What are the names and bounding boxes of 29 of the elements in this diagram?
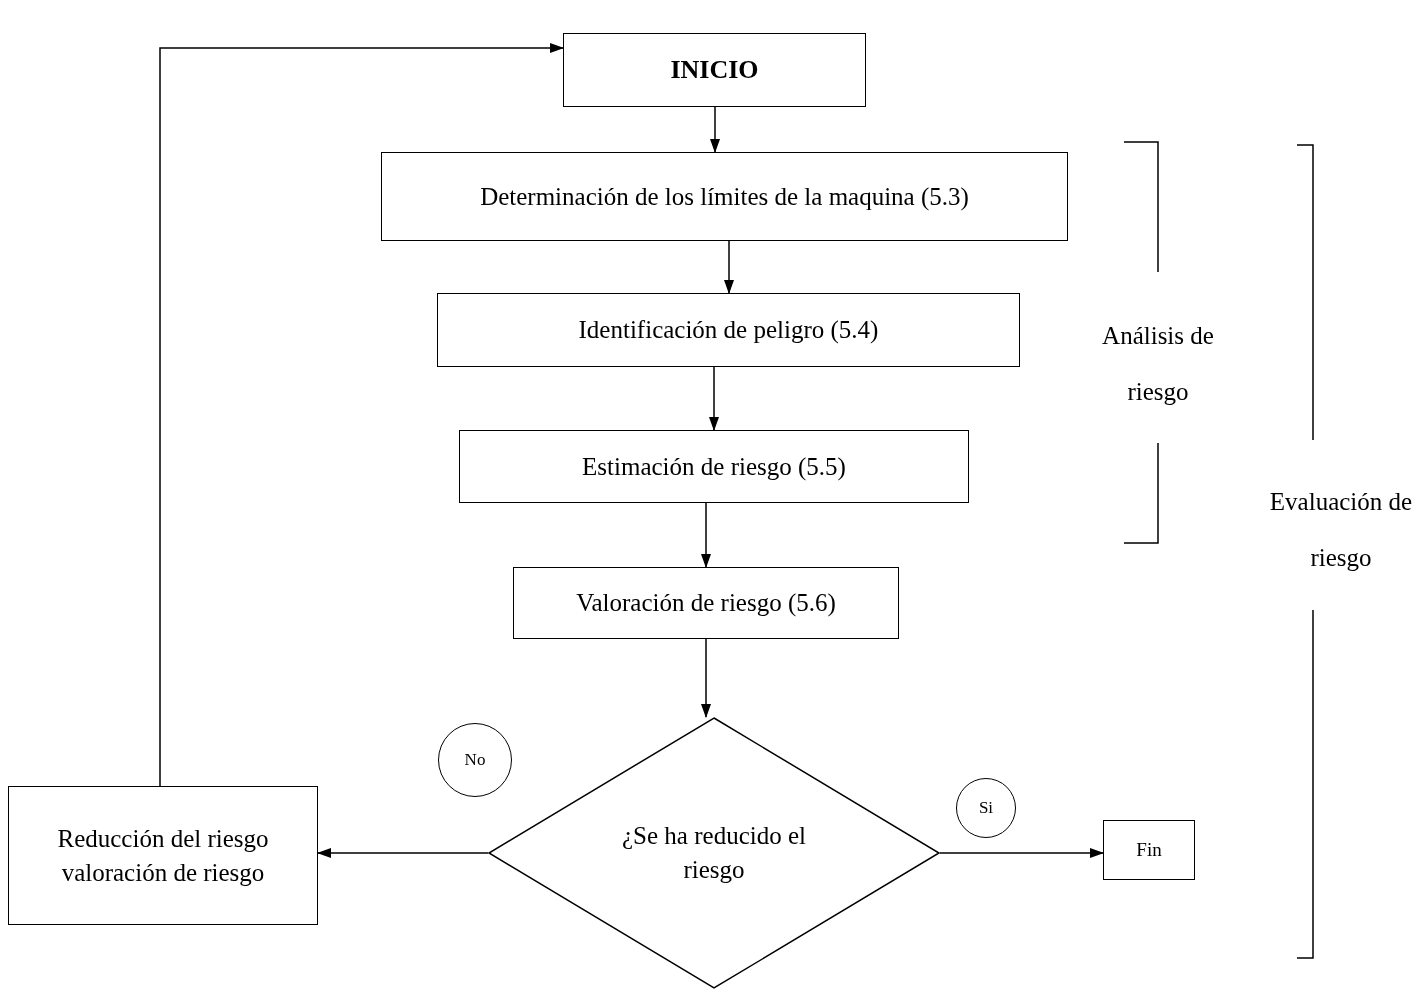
node-text: ¿Se ha reducido el riesgo xyxy=(621,821,807,885)
node-text: Determinación de los límites de la maquina (5.3) xyxy=(480,181,969,213)
node-text: Identificación de peligro (5.4) xyxy=(578,315,879,346)
arrow xyxy=(317,848,489,858)
node-text: INICIO xyxy=(670,54,759,87)
bracket-label: Evaluación de riesgo xyxy=(1268,487,1414,573)
node-text: No xyxy=(464,748,486,771)
process-box xyxy=(459,430,969,503)
arrow xyxy=(701,638,711,718)
process-box xyxy=(1103,820,1195,880)
process-box xyxy=(513,567,899,639)
node-text: Estimación de riesgo (5.5) xyxy=(582,451,846,483)
circle-label xyxy=(956,778,1016,838)
arrow xyxy=(709,366,719,431)
process-box xyxy=(381,152,1068,241)
arrow xyxy=(159,43,564,787)
bracket-label: Análisis de riesgo xyxy=(1101,321,1215,407)
process-box xyxy=(437,293,1020,367)
process-box xyxy=(8,786,318,925)
decision-diamond xyxy=(488,717,940,989)
node-text: Fin xyxy=(1136,838,1162,863)
node-text: Si xyxy=(978,796,994,819)
node-text: Valoración de riesgo (5.6) xyxy=(576,588,836,619)
arrow xyxy=(710,106,720,153)
node-text: Reducción del riesgo valoración de riesgo xyxy=(56,823,270,888)
arrow xyxy=(701,502,711,568)
process-box xyxy=(563,33,866,107)
arrow xyxy=(724,240,734,294)
arrow xyxy=(939,848,1104,858)
